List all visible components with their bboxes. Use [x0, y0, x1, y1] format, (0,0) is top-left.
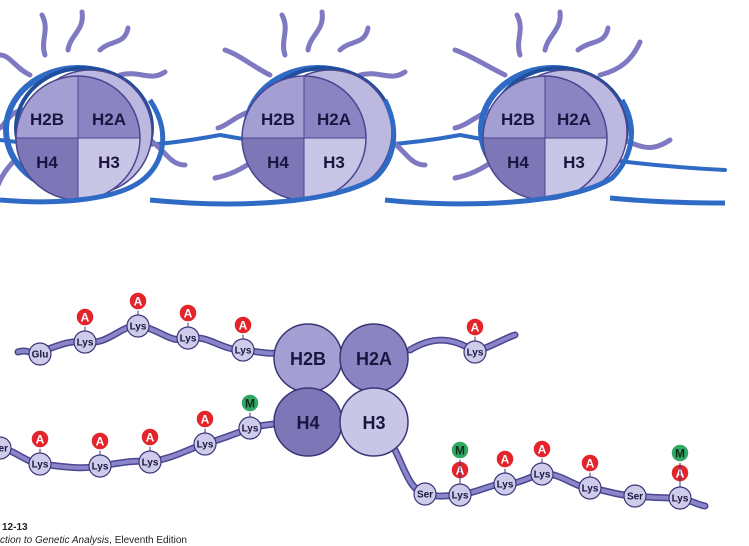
nucleosome-2-h2a-label: H2A [317, 110, 351, 129]
h3-tail-residue-lys: Lys [530, 462, 554, 486]
svg-text:A: A [471, 321, 480, 335]
h4-tail-residue-lys: Lys [138, 450, 162, 474]
octamer-detail: H2B H2A H4 H3 GluLysALysALysALysALysASer… [0, 291, 709, 510]
nucleosome-2-h2b-label: H2B [261, 110, 295, 129]
nucleosome-2-h3-label: H3 [323, 153, 345, 172]
svg-text:Lys: Lys [180, 334, 197, 345]
svg-text:Lys: Lys [235, 346, 252, 357]
h3-tail-residue-ser: Ser [623, 484, 647, 508]
figure-source-edition: , Eleventh Edition [109, 535, 187, 546]
svg-text:Lys: Lys [32, 460, 49, 471]
svg-text:A: A [239, 319, 248, 333]
figure-source-title: ction to Genetic Analysis [0, 535, 110, 546]
acetyl-mark-icon: A [90, 431, 110, 451]
h2b-tail-residue-lys: Lys [73, 330, 97, 354]
h2a-tail-residue-lys: Lys [463, 340, 487, 364]
svg-text:M: M [245, 397, 255, 411]
svg-text:Lys: Lys [534, 470, 551, 481]
h2b-tail-residue-glu: Glu [28, 342, 52, 366]
h2b-label: H2B [290, 349, 326, 369]
svg-text:M: M [675, 447, 685, 461]
svg-text:A: A [96, 435, 105, 449]
h3-tail-residue-ser: Ser [413, 482, 437, 506]
svg-text:A: A [501, 453, 510, 467]
h4-tail-residue-lys: Lys [193, 432, 217, 456]
h2a-label: H2A [356, 349, 392, 369]
svg-text:Lys: Lys [197, 440, 214, 451]
h4-label: H4 [296, 413, 319, 433]
nucleosome-3-h2b-label: H2B [501, 110, 535, 129]
svg-text:Ser: Ser [417, 490, 433, 501]
residues-layer: GluLysALysALysALysALysASerLysALysALysALy… [0, 291, 692, 510]
svg-text:Lys: Lys [142, 458, 159, 469]
svg-text:Lys: Lys [130, 322, 147, 333]
methyl-mark-icon: M [240, 393, 260, 413]
acetyl-mark-icon: A [465, 317, 485, 337]
svg-text:A: A [586, 457, 595, 471]
svg-text:Ser: Ser [627, 492, 643, 503]
nucleosome-2-h4-label: H4 [267, 153, 289, 172]
svg-text:Lys: Lys [582, 484, 599, 495]
h4-tail-residue-lys: Lys [238, 416, 262, 440]
h3-tail-residue-lys: Lys [448, 483, 472, 507]
figure-source: ction to Genetic Analysis, Eleventh Edit… [0, 535, 187, 546]
svg-text:Lys: Lys [242, 424, 259, 435]
acetyl-mark-icon: A [195, 409, 215, 429]
svg-text:Lys: Lys [77, 338, 94, 349]
acetyl-mark-icon: A [233, 315, 253, 335]
svg-text:A: A [146, 431, 155, 445]
svg-text:A: A [201, 413, 210, 427]
nucleosome-1-h3-label: H3 [98, 153, 120, 172]
nucleosome-1-h4-label: H4 [36, 153, 58, 172]
acetyl-mark-icon: A [580, 453, 600, 473]
nucleosome-1: H2B H2A H4 H3 [0, 9, 188, 205]
acetyl-mark-icon: A [75, 307, 95, 327]
octamer-core: H2B H2A H4 H3 [273, 323, 409, 457]
acetyl-mark-icon: A [532, 439, 552, 459]
h3-label: H3 [362, 413, 385, 433]
svg-text:A: A [36, 433, 45, 447]
svg-text:Glu: Glu [32, 350, 49, 361]
h2b-tail-residue-lys: Lys [176, 326, 200, 350]
svg-text:Lys: Lys [92, 462, 109, 473]
methyl-mark-icon: M [670, 443, 690, 463]
methyl-mark-icon: M [450, 440, 470, 460]
svg-text:A: A [81, 311, 90, 325]
nucleosome-1-h2b-label: H2B [30, 110, 64, 129]
nucleosome-3-h3-label: H3 [563, 153, 585, 172]
svg-text:A: A [184, 307, 193, 321]
h3-tail-residue-lys: Lys [578, 476, 602, 500]
nucleosome-3: H2B H2A H4 H3 [384, 9, 726, 207]
h4-tail-residue-lys: Lys [28, 452, 52, 476]
nucleosome-3-h4-label: H4 [507, 153, 529, 172]
nucleosome-1-h2a-label: H2A [92, 110, 126, 129]
svg-text:Lys: Lys [672, 494, 689, 505]
acetyl-mark-icon: A [30, 429, 50, 449]
h2b-tail-residue-lys: Lys [126, 314, 150, 338]
nucleosome-array: H2B H2A H4 H3 [0, 9, 727, 207]
svg-text:Lys: Lys [497, 480, 514, 491]
svg-text:M: M [455, 444, 465, 458]
h2b-tail-residue-lys: Lys [231, 338, 255, 362]
h3-subunit [339, 387, 409, 457]
svg-text:Ser: Ser [0, 444, 8, 455]
acetyl-mark-icon: A [140, 427, 160, 447]
h3-tail-residue-lys: Lys [668, 486, 692, 510]
svg-text:Lys: Lys [452, 491, 469, 502]
h4-tail-residue-ser: Ser [0, 436, 12, 460]
nucleosome-2: H2B H2A H4 H3 [149, 9, 428, 207]
h3-tail-residue-lys: Lys [493, 472, 517, 496]
svg-text:Lys: Lys [467, 348, 484, 359]
svg-text:A: A [134, 295, 143, 309]
acetyl-mark-icon: A [128, 291, 148, 311]
h4-tail-residue-lys: Lys [88, 454, 112, 478]
nucleosome-1-tails [0, 9, 188, 187]
figure-number: 12-13 [2, 522, 28, 533]
nucleosome-3-h2a-label: H2A [557, 110, 591, 129]
svg-text:A: A [538, 443, 547, 457]
acetyl-mark-icon: A [495, 449, 515, 469]
acetyl-mark-icon: A [178, 303, 198, 323]
